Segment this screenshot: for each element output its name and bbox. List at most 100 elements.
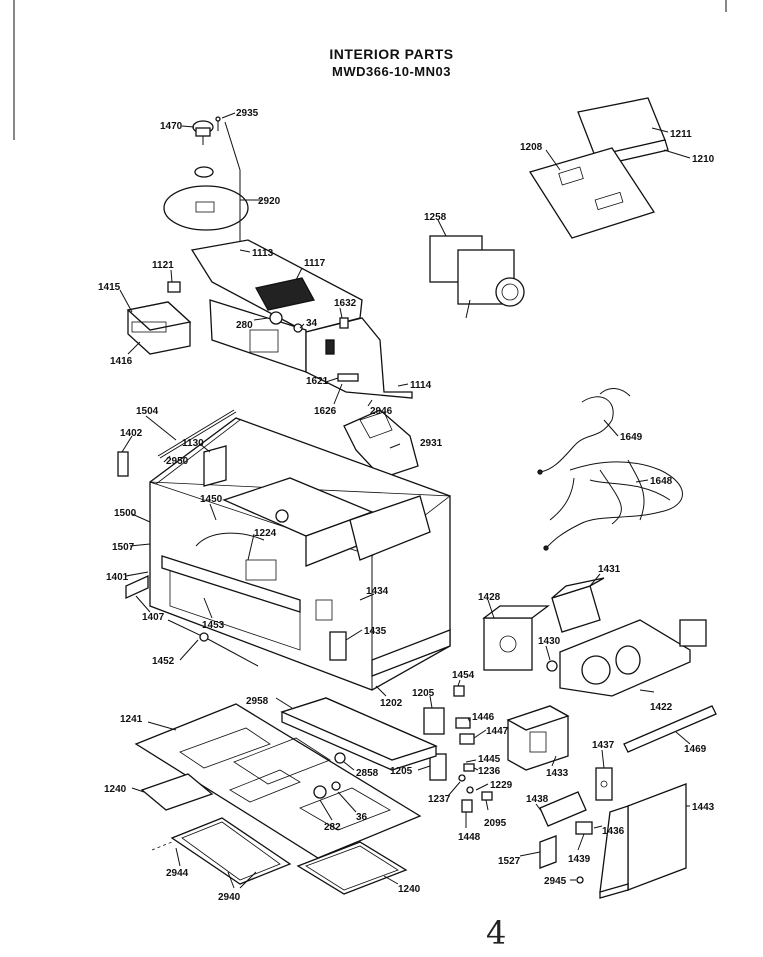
- label-1443: 1443: [692, 802, 715, 813]
- part-bracket-1527: [539, 835, 557, 869]
- leader-lines: [119, 112, 691, 889]
- label-1205b: 1205: [390, 766, 413, 777]
- part-diode-1439: [575, 821, 593, 835]
- label-1431: 1431: [598, 564, 621, 575]
- label-2095: 2095: [484, 818, 507, 829]
- label-2935: 2935: [236, 108, 259, 119]
- label-2946: 2946: [370, 406, 393, 417]
- part-latch-1402: [117, 451, 129, 477]
- label-1648: 1648: [650, 476, 673, 487]
- diagram-title: INTERIOR PARTS: [329, 46, 454, 62]
- label-1453: 1453: [202, 620, 225, 631]
- part-oven-cavity-1202: [149, 417, 452, 691]
- label-1448: 1448: [458, 832, 481, 843]
- label-1121: 1121: [152, 260, 174, 271]
- label-1470: 1470: [160, 121, 183, 132]
- part-screw-2935: [215, 116, 221, 131]
- label-2940: 2940: [218, 892, 241, 903]
- label-1454: 1454: [452, 670, 475, 681]
- part-switch-1205b: [429, 753, 447, 781]
- label-1435: 1435: [364, 626, 387, 637]
- model-number: MWD366-10-MN03: [332, 64, 451, 79]
- part-magnetron-1428: [482, 605, 550, 671]
- label-1415: 1415: [98, 282, 121, 293]
- part-screw-2945: [576, 876, 584, 884]
- label-2944: 2944: [166, 868, 189, 879]
- part-plate-1208: [528, 147, 656, 239]
- label-2950: 2950: [166, 456, 189, 467]
- part-1448: [461, 799, 473, 813]
- label-1450: 1450: [200, 494, 223, 505]
- part-bracket-1130: [203, 445, 227, 487]
- part-duct-2931: [343, 409, 419, 479]
- label-280: 280: [236, 320, 253, 331]
- label-1446: 1446: [472, 712, 495, 723]
- label-1433: 1433: [546, 768, 569, 779]
- label-1224: 1224: [254, 528, 277, 539]
- label-1649: 1649: [620, 432, 643, 443]
- label-1208: 1208: [520, 142, 543, 153]
- label-2958: 2958: [246, 696, 269, 707]
- label-1621: 1621: [306, 376, 329, 387]
- part-shaft-1504: [157, 409, 237, 459]
- part-capacitor-1438: [539, 791, 587, 827]
- part-switch-1632: [339, 317, 349, 329]
- label-1632: 1632: [334, 298, 357, 309]
- part-small-parts-1236: [458, 763, 475, 794]
- handwritten-page-number: 4: [486, 914, 506, 952]
- label-1117: 1117: [304, 258, 326, 269]
- label-1237: 1237: [428, 794, 451, 805]
- label-1416: 1416: [110, 356, 133, 367]
- label-36: 36: [356, 812, 368, 823]
- part-relay-1621: [337, 373, 359, 382]
- label-1434: 1434: [366, 586, 389, 597]
- part-rail-1469: [623, 705, 717, 753]
- label-1452: 1452: [152, 656, 175, 667]
- part-blower-1422: [559, 619, 707, 697]
- label-1437: 1437: [592, 740, 615, 751]
- label-2945: 2945: [544, 876, 567, 887]
- label-34: 34: [306, 318, 318, 329]
- part-cover-2958: [280, 697, 438, 771]
- label-1527: 1527: [498, 856, 521, 867]
- part-transformer-1433: [506, 705, 570, 771]
- part-sensor-1452: [167, 619, 259, 667]
- label-1210: 1210: [692, 154, 715, 165]
- label-1241: 1241: [120, 714, 143, 725]
- part-filter-1240b: [296, 841, 408, 895]
- label-1445: 1445: [478, 754, 501, 765]
- label-1401: 1401: [106, 572, 129, 583]
- label-1626: 1626: [314, 406, 337, 417]
- part-wire-harness-1649: [537, 388, 631, 475]
- label-1422: 1422: [650, 702, 673, 713]
- label-1229: 1229: [490, 780, 513, 791]
- part-switch-1446: [455, 717, 471, 729]
- part-chassis-1113: [190, 239, 413, 399]
- label-1436: 1436: [602, 826, 625, 837]
- label-1236: 1236: [478, 766, 501, 777]
- label-1504: 1504: [136, 406, 159, 417]
- label-1205a: 1205: [412, 688, 435, 699]
- label-1113: 1113: [252, 248, 274, 259]
- label-1438: 1438: [526, 794, 549, 805]
- part-lamp-282: [313, 781, 341, 799]
- label-1469: 1469: [684, 744, 707, 755]
- part-2095: [481, 791, 493, 801]
- part-switch-1121: [167, 281, 181, 293]
- part-thermostat-1430: [546, 660, 558, 672]
- part-switch-1447: [459, 733, 475, 745]
- label-282: 282: [324, 822, 341, 833]
- label-1430: 1430: [538, 636, 561, 647]
- label-2920: 2920: [258, 196, 281, 207]
- label-1402: 1402: [120, 428, 143, 439]
- label-1439: 1439: [568, 854, 591, 865]
- label-1240a: 1240: [104, 784, 127, 795]
- label-1211: 1211: [670, 129, 692, 140]
- label-1130: 1130: [182, 438, 204, 449]
- label-2858: 2858: [356, 768, 379, 779]
- label-1114: 1114: [410, 380, 432, 391]
- part-window-2940: [170, 817, 292, 885]
- part-lamp-2858: [334, 752, 346, 764]
- label-1447: 1447: [486, 726, 509, 737]
